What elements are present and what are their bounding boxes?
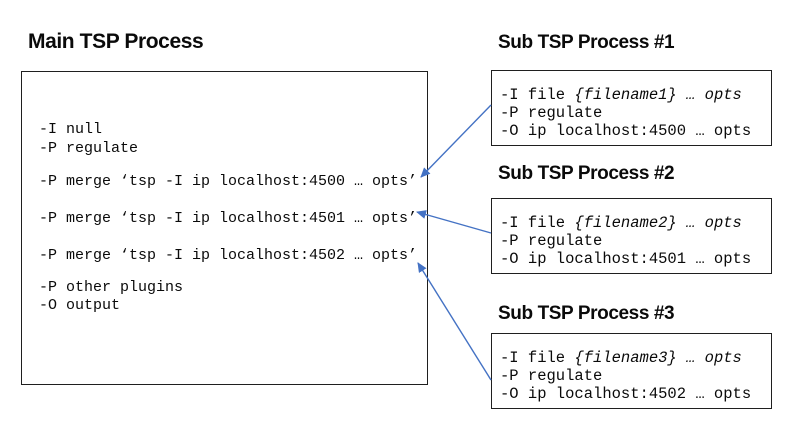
code-italic: {filename2} … opts xyxy=(574,214,742,232)
sub-process-2-title: Sub TSP Process #2 xyxy=(498,163,675,184)
main-output-line: -O output xyxy=(39,297,121,314)
sub1-input-line: -I file {filename1} … opts xyxy=(500,86,771,104)
sub3-regulate-line: -P regulate xyxy=(500,367,603,385)
code-text: -I file xyxy=(500,349,575,367)
main-merge-line-2: -P merge ‘tsp -I ip localhost:4501 … opt… xyxy=(39,210,418,227)
sub-process-2-box: -I file {filename2} … opts -P regulate -… xyxy=(491,198,772,274)
main-merge-line-1: -P merge ‘tsp -I ip localhost:4500 … opt… xyxy=(39,173,418,190)
sub3-output-line: -O ip localhost:4502 … opts xyxy=(500,385,752,403)
code-italic: {filename3} … opts xyxy=(574,349,742,367)
code-italic: {filename1} … opts xyxy=(574,86,742,104)
sub-process-3-box: -I file {filename3} … opts -P regulate -… xyxy=(491,333,772,409)
sub-process-1-box: -I file {filename1} … opts -P regulate -… xyxy=(491,70,772,146)
main-input-line: -I null xyxy=(39,121,103,138)
sub1-output-line: -O ip localhost:4500 … opts xyxy=(500,122,752,140)
sub-process-3-title: Sub TSP Process #3 xyxy=(498,303,675,324)
sub2-input-line: -I file {filename2} … opts xyxy=(500,214,771,232)
code-text: -I file xyxy=(500,214,575,232)
code-text: -I file xyxy=(500,86,575,104)
main-plugins-line: -P other plugins xyxy=(39,279,184,296)
sub-process-1-title: Sub TSP Process #1 xyxy=(498,32,675,53)
arrow-sub1-to-merge1-icon xyxy=(420,104,492,178)
main-process-title: Main TSP Process xyxy=(28,30,204,53)
main-process-box xyxy=(21,71,428,385)
sub2-output-line: -O ip localhost:4501 … opts xyxy=(500,250,752,268)
sub2-regulate-line: -P regulate xyxy=(500,232,603,250)
main-regulate-line: -P regulate xyxy=(39,140,139,157)
main-merge-line-3: -P merge ‘tsp -I ip localhost:4502 … opt… xyxy=(39,247,418,264)
arrow-sub2-to-merge2-icon xyxy=(416,210,492,234)
sub3-input-line: -I file {filename3} … opts xyxy=(500,349,771,367)
arrow-sub3-to-merge3-icon xyxy=(417,262,492,381)
sub1-regulate-line: -P regulate xyxy=(500,104,603,122)
